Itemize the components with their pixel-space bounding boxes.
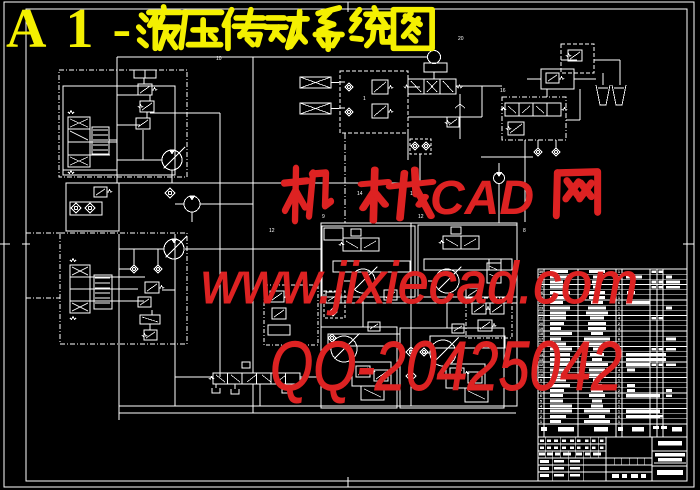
svg-text:8: 8 <box>523 228 526 234</box>
svg-text:6: 6 <box>618 285 621 290</box>
svg-text:19: 19 <box>539 326 544 331</box>
svg-text:2: 2 <box>540 414 543 419</box>
svg-text:20: 20 <box>539 321 543 326</box>
svg-text:1: 1 <box>618 310 621 315</box>
svg-text:1: 1 <box>618 279 621 284</box>
svg-text:27: 27 <box>539 285 543 290</box>
svg-text:2: 2 <box>618 388 621 393</box>
svg-text:14: 14 <box>357 191 363 197</box>
svg-text:1: 1 <box>618 269 621 274</box>
svg-text:16: 16 <box>539 341 544 346</box>
svg-text:12: 12 <box>269 228 275 234</box>
svg-text:18: 18 <box>539 331 544 336</box>
svg-text:QQ-20425042: QQ-20425042 <box>270 327 622 405</box>
svg-text:6: 6 <box>618 393 621 398</box>
svg-text:1: 1 <box>618 419 621 424</box>
svg-text:10: 10 <box>216 56 222 62</box>
svg-text:A1-: A1- <box>6 0 150 60</box>
svg-text:6: 6 <box>618 414 621 419</box>
svg-text:4: 4 <box>618 316 621 321</box>
svg-text:6: 6 <box>618 336 621 341</box>
svg-text:4: 4 <box>540 403 543 408</box>
svg-text:7: 7 <box>540 388 542 393</box>
svg-text:3: 3 <box>540 409 543 414</box>
svg-text:1: 1 <box>618 295 621 300</box>
svg-text:12: 12 <box>418 214 424 220</box>
svg-text:11: 11 <box>539 367 544 372</box>
svg-text:4: 4 <box>618 367 621 372</box>
svg-text:6: 6 <box>618 300 621 305</box>
svg-text:1: 1 <box>618 331 621 336</box>
svg-text:13: 13 <box>539 357 544 362</box>
svg-text:1: 1 <box>618 352 621 357</box>
svg-text:22: 22 <box>539 310 544 315</box>
svg-text:6: 6 <box>618 274 621 279</box>
svg-text:1: 1 <box>618 383 621 388</box>
svg-text:20: 20 <box>458 36 464 42</box>
svg-text:1: 1 <box>618 403 621 408</box>
svg-text:1: 1 <box>618 378 621 383</box>
svg-text:4: 4 <box>618 290 621 295</box>
svg-text:8: 8 <box>540 383 543 388</box>
svg-text:2: 2 <box>618 347 621 352</box>
svg-text:14: 14 <box>539 352 544 357</box>
svg-text:9: 9 <box>540 378 543 383</box>
svg-text:6: 6 <box>618 357 621 362</box>
svg-text:2: 2 <box>618 321 621 326</box>
svg-text:24: 24 <box>539 300 544 305</box>
svg-text:2: 2 <box>618 372 621 377</box>
svg-text:26: 26 <box>539 290 544 295</box>
svg-text:12: 12 <box>539 362 544 367</box>
svg-text:28: 28 <box>539 279 544 284</box>
svg-text:21: 21 <box>539 316 544 321</box>
svg-text:25: 25 <box>539 295 544 300</box>
svg-text:9: 9 <box>322 214 325 220</box>
svg-text:29: 29 <box>539 274 544 279</box>
svg-text:10: 10 <box>539 372 543 377</box>
svg-text:CAD: CAD <box>430 172 534 225</box>
svg-text:1: 1 <box>618 409 621 414</box>
svg-text:4: 4 <box>618 326 621 331</box>
svg-text:1: 1 <box>618 305 621 310</box>
svg-text:2: 2 <box>618 362 621 367</box>
svg-text:1: 1 <box>618 341 621 346</box>
svg-text:2: 2 <box>618 398 621 403</box>
svg-text:16: 16 <box>500 88 506 94</box>
svg-text:1: 1 <box>540 419 543 424</box>
svg-text:1: 1 <box>363 96 366 102</box>
svg-text:5: 5 <box>540 398 543 403</box>
svg-text:6: 6 <box>540 393 543 398</box>
svg-text:23: 23 <box>539 305 544 310</box>
svg-text:www.jixiecad.com: www.jixiecad.com <box>201 251 638 316</box>
svg-text:30: 30 <box>539 269 543 274</box>
svg-text:17: 17 <box>539 336 543 341</box>
svg-text:15: 15 <box>539 347 544 352</box>
